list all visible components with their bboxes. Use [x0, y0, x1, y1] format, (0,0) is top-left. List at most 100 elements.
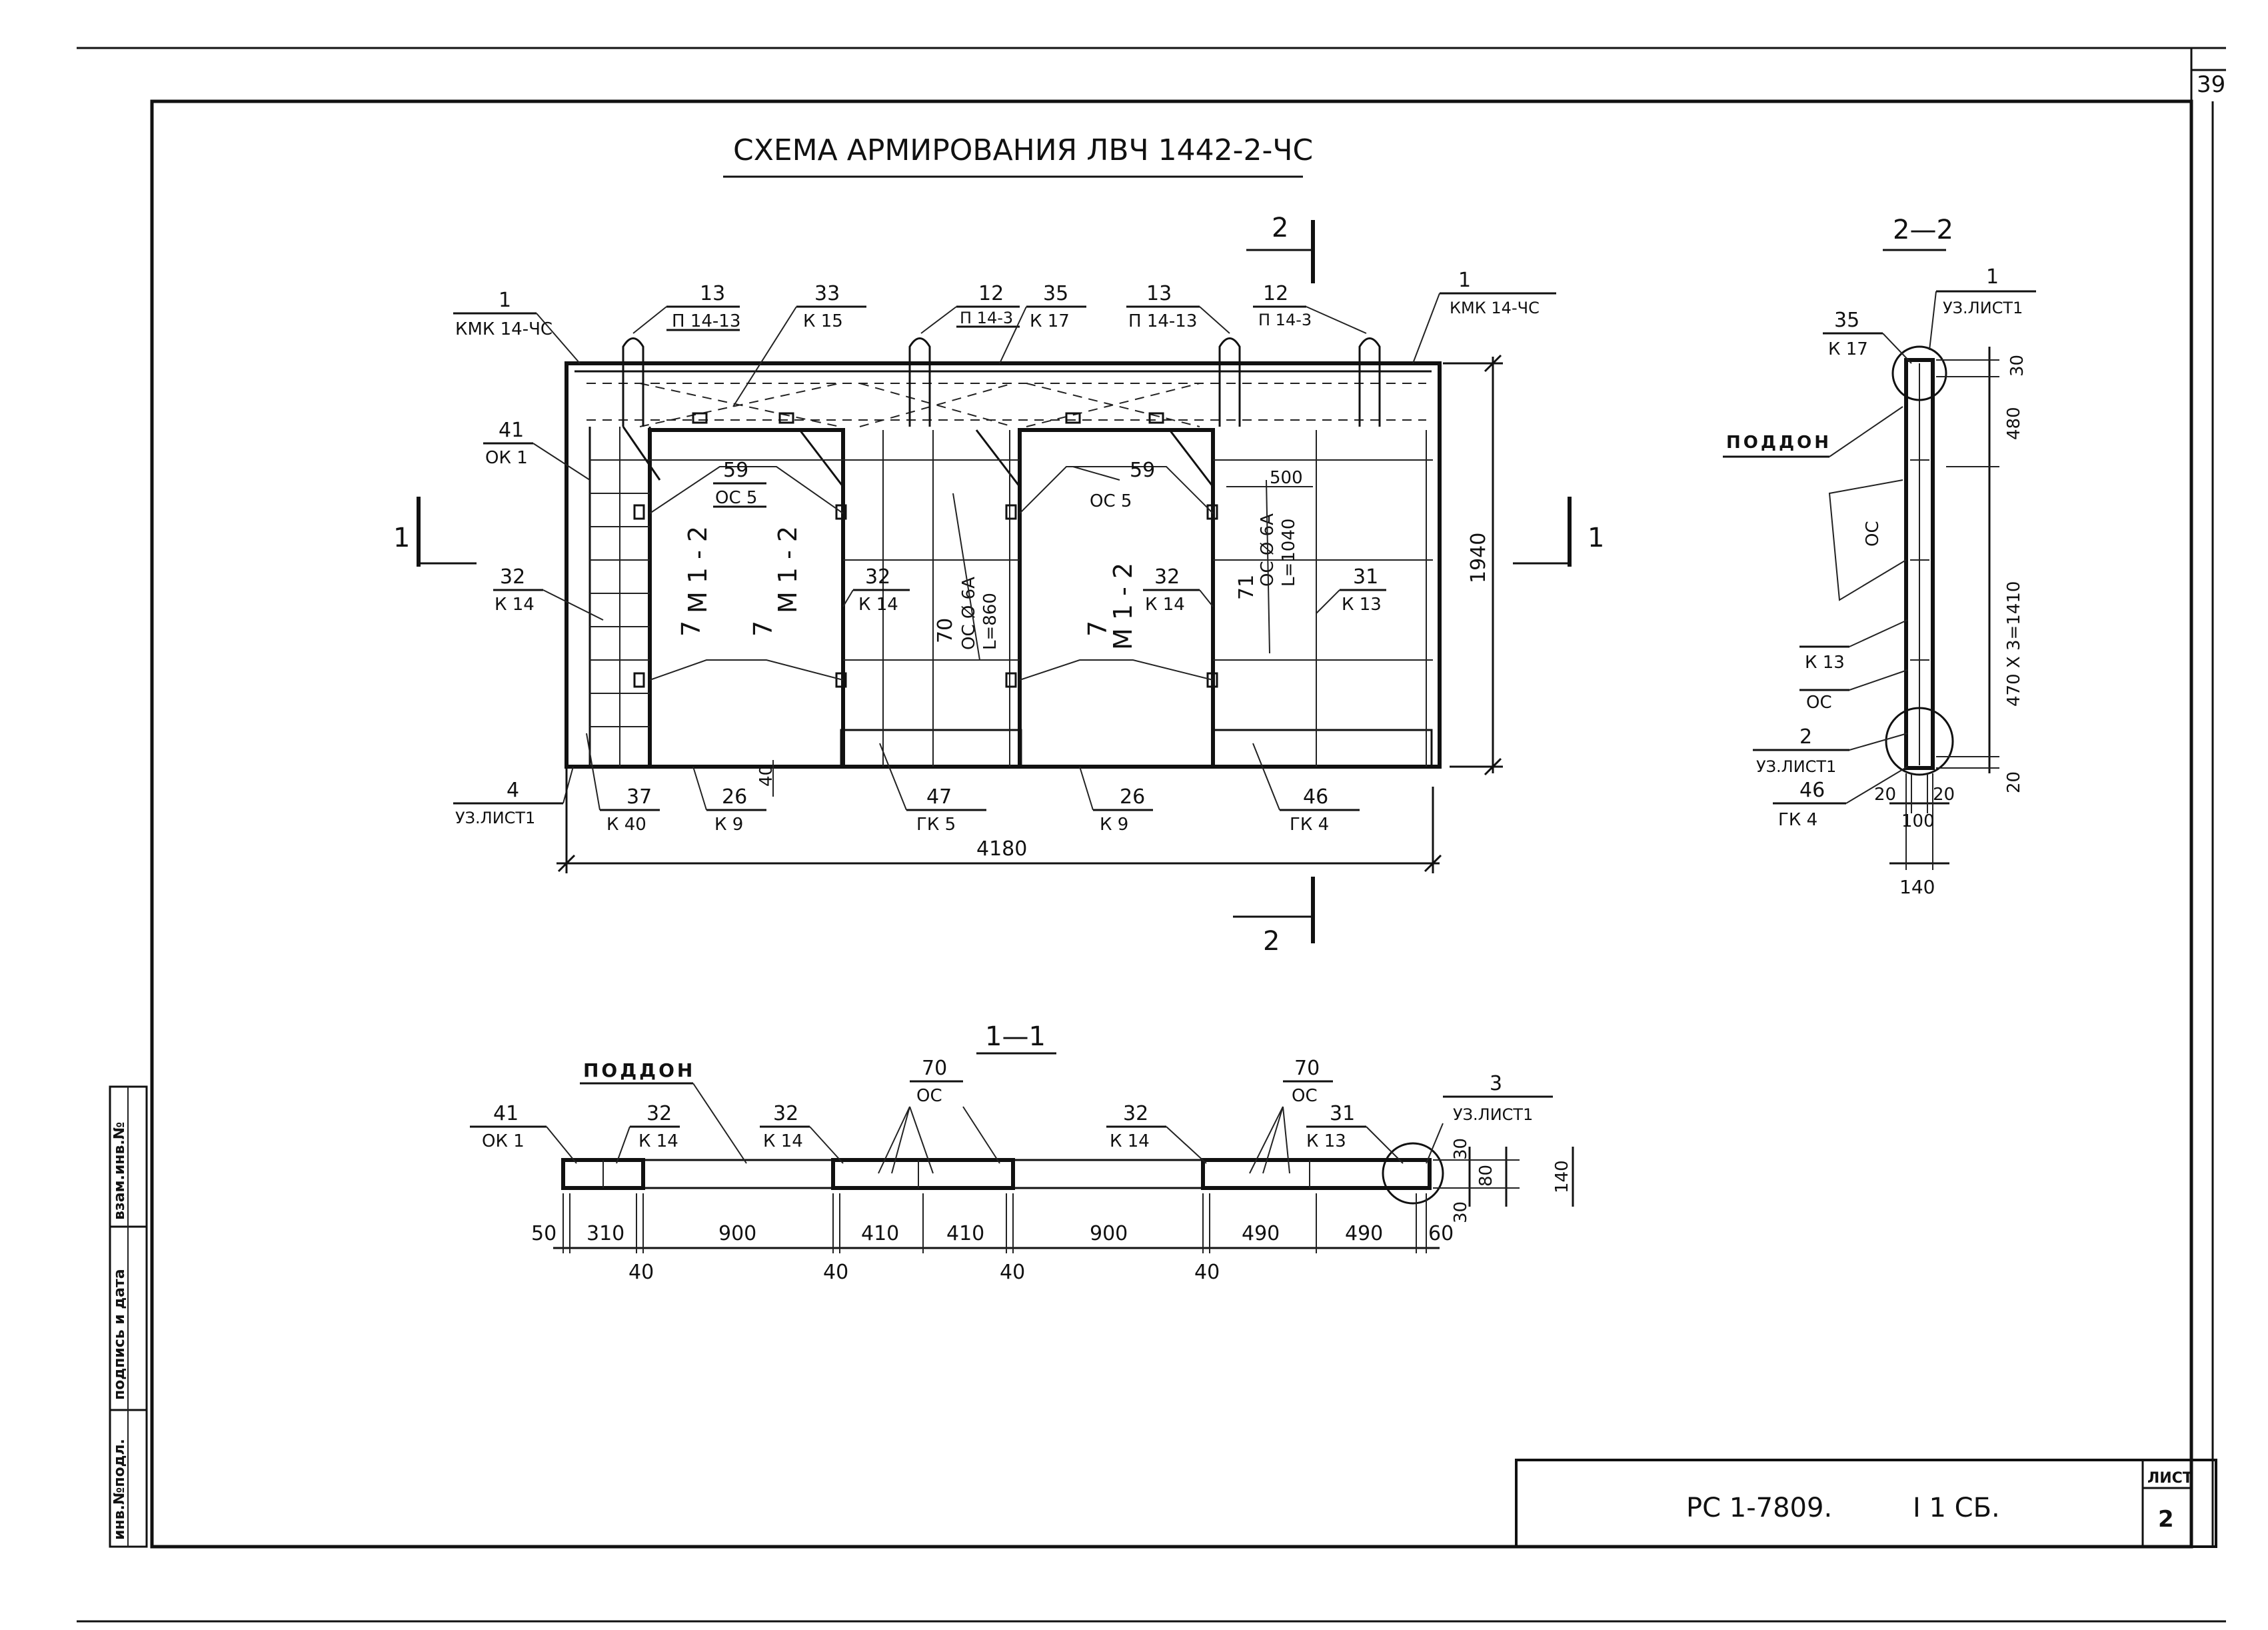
svg-text:32: 32: [500, 565, 525, 589]
callout-kmk-left: 1 КМК 14-ЧС: [453, 289, 580, 364]
drawing-title: СХЕМА АРМИРОВАНИЯ ЛВЧ 1442-2-ЧС: [723, 133, 1313, 178]
svg-text:УЗ.ЛИСТ1: УЗ.ЛИСТ1: [1756, 757, 1836, 776]
callout-k14-mid: 32 К 14: [842, 565, 910, 615]
s11-callout-k14-a: 32 К 14: [616, 1102, 680, 1164]
svg-text:ОС 5: ОС 5: [1090, 491, 1132, 511]
page-number: 39: [2197, 71, 2225, 98]
callout-k9-right: 26 К 9: [1079, 766, 1153, 835]
dim-500: 500: [1226, 468, 1313, 488]
callout-k9-left: 26 К 9: [692, 766, 766, 835]
sheet-label: ЛИСТ: [2147, 1470, 2193, 1487]
s22-vertical-dims: 30 480 470 Х 3=1410 20: [1936, 347, 2027, 793]
mesh-qty-2: 7: [748, 621, 778, 637]
svg-text:32: 32: [646, 1102, 672, 1125]
svg-text:20: 20: [1874, 785, 1896, 805]
ladder-mesh-ok1: [588, 427, 651, 767]
svg-text:70: 70: [922, 1057, 947, 1080]
svg-text:ОК 1: ОК 1: [482, 1131, 525, 1151]
svg-text:1: 1: [1986, 265, 1999, 289]
svg-text:410: 410: [861, 1222, 899, 1245]
title-block: РС 1-7809. I 1 СБ. ЛИСТ 2: [1515, 1459, 2217, 1548]
svg-text:1: 1: [1588, 523, 1604, 553]
svg-text:140: 140: [1899, 876, 1935, 898]
callout-p14-13-right: 13 П 14-13: [1126, 282, 1230, 334]
section-marker-2-top: 2: [1246, 213, 1315, 283]
svg-text:К 9: К 9: [714, 815, 743, 835]
svg-text:40: 40: [1000, 1261, 1025, 1284]
svg-text:32: 32: [865, 565, 890, 589]
svg-text:32: 32: [773, 1102, 798, 1125]
svg-text:470 Х 3=1410: 470 Х 3=1410: [2004, 581, 2024, 707]
s11-callout-k14-c: 32 К 14: [1106, 1102, 1207, 1164]
s22-callout-k13: К 13: [1799, 619, 1908, 673]
callout-ok1: 41 ОК 1: [483, 419, 590, 481]
callout-k40: 37 К 40: [586, 733, 660, 835]
svg-text:К 40: К 40: [606, 815, 646, 835]
svg-text:31: 31: [1330, 1102, 1355, 1125]
svg-text:900: 900: [718, 1222, 756, 1245]
svg-text:12: 12: [978, 282, 1004, 305]
svg-text:33: 33: [814, 282, 840, 305]
section-marker-1-right: 1: [1513, 497, 1604, 567]
svg-text:35: 35: [1043, 282, 1068, 305]
svg-text:К 14: К 14: [1145, 595, 1185, 615]
svg-text:К 14: К 14: [763, 1131, 803, 1151]
callout-gk5: 47 ГК 5: [879, 743, 986, 835]
side-stamp: инв.№подл. подпись и дата взам.инв.№: [109, 1085, 148, 1548]
svg-text:П 14-3: П 14-3: [960, 309, 1013, 327]
dim-total-length: 4180: [557, 767, 1442, 873]
svg-text:59: 59: [723, 459, 748, 482]
svg-text:13: 13: [700, 282, 725, 305]
svg-text:20: 20: [1933, 785, 1955, 805]
bar-71-num: 71: [1235, 575, 1258, 600]
svg-text:80: 80: [1476, 1165, 1496, 1187]
sheet-frame: 39: [77, 47, 2226, 1623]
callout-oc5-left: 59 ОС 5: [713, 459, 766, 508]
callout-gk4: 46 ГК 4: [1252, 743, 1360, 835]
svg-text:500: 500: [1270, 468, 1303, 488]
svg-text:1: 1: [1458, 269, 1471, 292]
svg-text:П 14-13: П 14-13: [1128, 311, 1197, 331]
s22-tray-callout: ПОДДОН: [1723, 406, 1903, 458]
svg-text:40: 40: [823, 1261, 848, 1284]
svg-text:310: 310: [586, 1222, 624, 1245]
section-marker-1-left: 1: [393, 497, 477, 567]
s11-callout-ok1: 41 ОК 1: [470, 1102, 577, 1164]
svg-text:К 13: К 13: [1805, 653, 1845, 673]
svg-text:410: 410: [946, 1222, 984, 1245]
svg-text:900: 900: [1090, 1222, 1128, 1245]
svg-text:2: 2: [1272, 213, 1288, 243]
svg-text:41: 41: [499, 419, 524, 442]
s22-callout-oc-upper: ОС: [1828, 479, 1907, 601]
svg-text:35: 35: [1834, 309, 1859, 332]
svg-text:26: 26: [1120, 785, 1145, 809]
svg-text:32: 32: [1123, 1102, 1148, 1125]
svg-text:46: 46: [1303, 785, 1328, 809]
s11-tray-callout: ПОДДОН: [580, 1059, 747, 1164]
section-2-2-title: 2—2: [1893, 215, 1953, 245]
svg-text:К 17: К 17: [1828, 339, 1868, 359]
svg-text:4: 4: [507, 779, 519, 802]
callout-p14-3-mid: 12 П 14-3: [920, 282, 1020, 334]
callout-k14-right: 32 К 14: [1143, 565, 1214, 615]
svg-text:13: 13: [1146, 282, 1172, 305]
svg-text:ПОДДОН: ПОДДОН: [583, 1059, 695, 1081]
callout-k17: 35 К 17: [999, 282, 1086, 364]
svg-text:ОС: ОС: [1806, 693, 1832, 713]
svg-text:31: 31: [1353, 565, 1378, 589]
stamp-inv-no: инв.№подл.: [111, 1439, 128, 1540]
svg-text:490: 490: [1242, 1222, 1280, 1245]
svg-text:4180: 4180: [976, 837, 1027, 861]
s11-callout-oc-b: 70 ОС: [1249, 1057, 1333, 1174]
svg-text:ГК 5: ГК 5: [916, 815, 956, 835]
section-1-1: 1—1 ПОДДОН 41 ОК 1 32 К 14 32: [470, 1021, 1574, 1284]
svg-text:ОС: ОС: [916, 1086, 942, 1106]
plan-view: 7 М 1 - 2 7 М 1 - 2 7 М 1 - 2 70 ОС Ø 6А…: [393, 213, 1604, 957]
svg-text:К 14: К 14: [1110, 1131, 1150, 1151]
dim-offset-40: 40: [756, 760, 776, 797]
svg-text:П 14-13: П 14-13: [672, 311, 740, 331]
svg-text:12: 12: [1263, 282, 1288, 305]
section-2-2: 2—2 1 УЗ.ЛИСТ1 35 К 17 ПОДДОН: [1723, 215, 2036, 898]
callout-p14-13-left: 13 П 14-13: [632, 282, 740, 334]
